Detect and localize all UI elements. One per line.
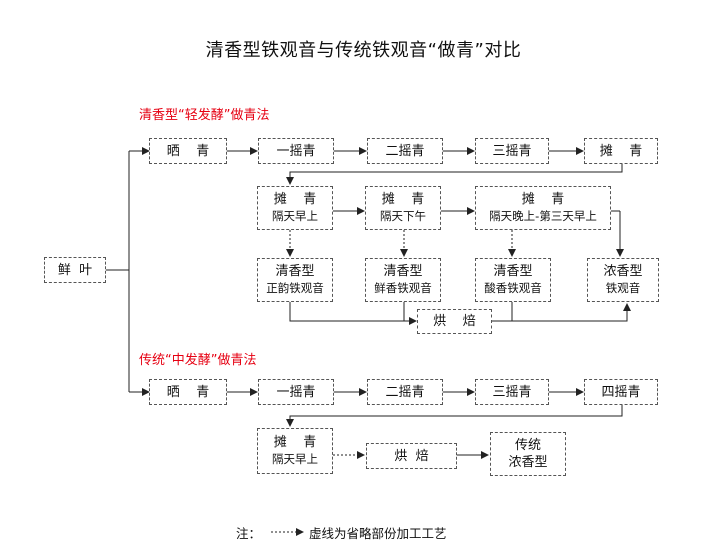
node-tan3: 摊 青 隔天晚上-第三天早上 [475, 186, 611, 230]
node-c-shai: 晒 青 [149, 379, 227, 405]
node-q-yao3: 三摇青 [475, 138, 549, 164]
node-tan2: 摊 青 隔天下午 [365, 186, 441, 230]
node-c-hongbei: 烘 焙 [366, 443, 457, 469]
node-tan1-main: 摊 青 [273, 192, 317, 207]
node-c-yao2-label: 二摇青 [385, 384, 425, 400]
node-xianye: 鲜 叶 [44, 257, 106, 283]
node-q-shai-label: 晒 青 [166, 143, 210, 159]
node-c-hongbei-label: 烘 焙 [394, 448, 429, 464]
node-prod2-sub: 鲜香铁观音 [374, 281, 432, 295]
node-xianye-label: 鲜 叶 [57, 262, 93, 278]
node-c-yao2: 二摇青 [367, 379, 443, 405]
node-q-yao2-label: 二摇青 [385, 143, 425, 159]
node-c-yao1-label: 一摇青 [276, 384, 316, 400]
node-c-yao3-label: 三摇青 [492, 384, 532, 400]
node-q-shai: 晒 青 [149, 138, 227, 164]
node-c-result-sub: 浓香型 [508, 455, 548, 470]
node-prod1: 清香型 正韵铁观音 [257, 258, 333, 302]
node-prod3: 清香型 酸香铁观音 [475, 258, 551, 302]
node-tan1: 摊 青 隔天早上 [257, 186, 333, 230]
node-prod3-sub: 酸香铁观音 [484, 281, 542, 295]
node-c-shai-label: 晒 青 [166, 384, 210, 400]
node-prod4-main: 浓香型 [603, 264, 643, 279]
node-prod1-main: 清香型 [275, 264, 315, 279]
c-yao4-to-tan [286, 405, 623, 427]
node-prod3-main: 清香型 [493, 264, 533, 279]
node-c-result-main: 传统 [514, 438, 541, 453]
node-c-tan-main: 摊 青 [273, 435, 317, 450]
node-tan2-main: 摊 青 [381, 192, 425, 207]
node-c-result: 传统 浓香型 [490, 432, 566, 476]
node-prod4: 浓香型 铁观音 [587, 258, 659, 302]
diagram-title: 清香型铁观音与传统铁观音“做青”对比 [205, 40, 522, 61]
section-label-qingxiang: 清香型“轻发酵”做青法 [139, 108, 270, 123]
section-label-chuantong: 传统“中发酵”做青法 [139, 353, 257, 368]
node-c-tan: 摊 青 隔天早上 [257, 428, 333, 474]
node-c-yao3: 三摇青 [475, 379, 549, 405]
node-tan3-sub: 隔天晚上-第三天早上 [489, 209, 597, 223]
node-tan2-sub: 隔天下午 [380, 209, 426, 223]
node-c-yao4-label: 四摇青 [601, 384, 641, 400]
node-q-yao1-label: 一摇青 [276, 143, 316, 159]
node-prod2-main: 清香型 [383, 264, 423, 279]
node-q-yao1: 一摇青 [258, 138, 334, 164]
hongbei-to-prod4 [512, 303, 631, 322]
node-c-tan-sub: 隔天早上 [272, 452, 318, 466]
q-tan-to-tan1 [286, 164, 623, 185]
node-q-tan: 摊 青 [584, 138, 658, 164]
node-tan3-main: 摊 青 [521, 192, 565, 207]
node-prod4-sub: 铁观音 [605, 281, 641, 295]
prods-to-hongbei [289, 302, 416, 322]
node-q-yao2: 二摇青 [367, 138, 443, 164]
node-q-yao3-label: 三摇青 [492, 143, 532, 159]
node-c-yao1: 一摇青 [258, 379, 334, 405]
node-c-yao4: 四摇青 [584, 379, 658, 405]
node-q-hongbei: 烘 焙 [417, 309, 492, 334]
legend-note-label: 注： [236, 526, 262, 541]
node-prod1-sub: 正韵铁观音 [266, 281, 324, 295]
node-q-tan-label: 摊 青 [599, 143, 643, 159]
node-tan1-sub: 隔天早上 [272, 209, 318, 223]
legend-note-text: 虚线为省略部份加工工艺 [309, 526, 447, 541]
node-q-hongbei-label: 烘 焙 [433, 314, 476, 329]
node-prod2: 清香型 鲜香铁观音 [365, 258, 441, 302]
